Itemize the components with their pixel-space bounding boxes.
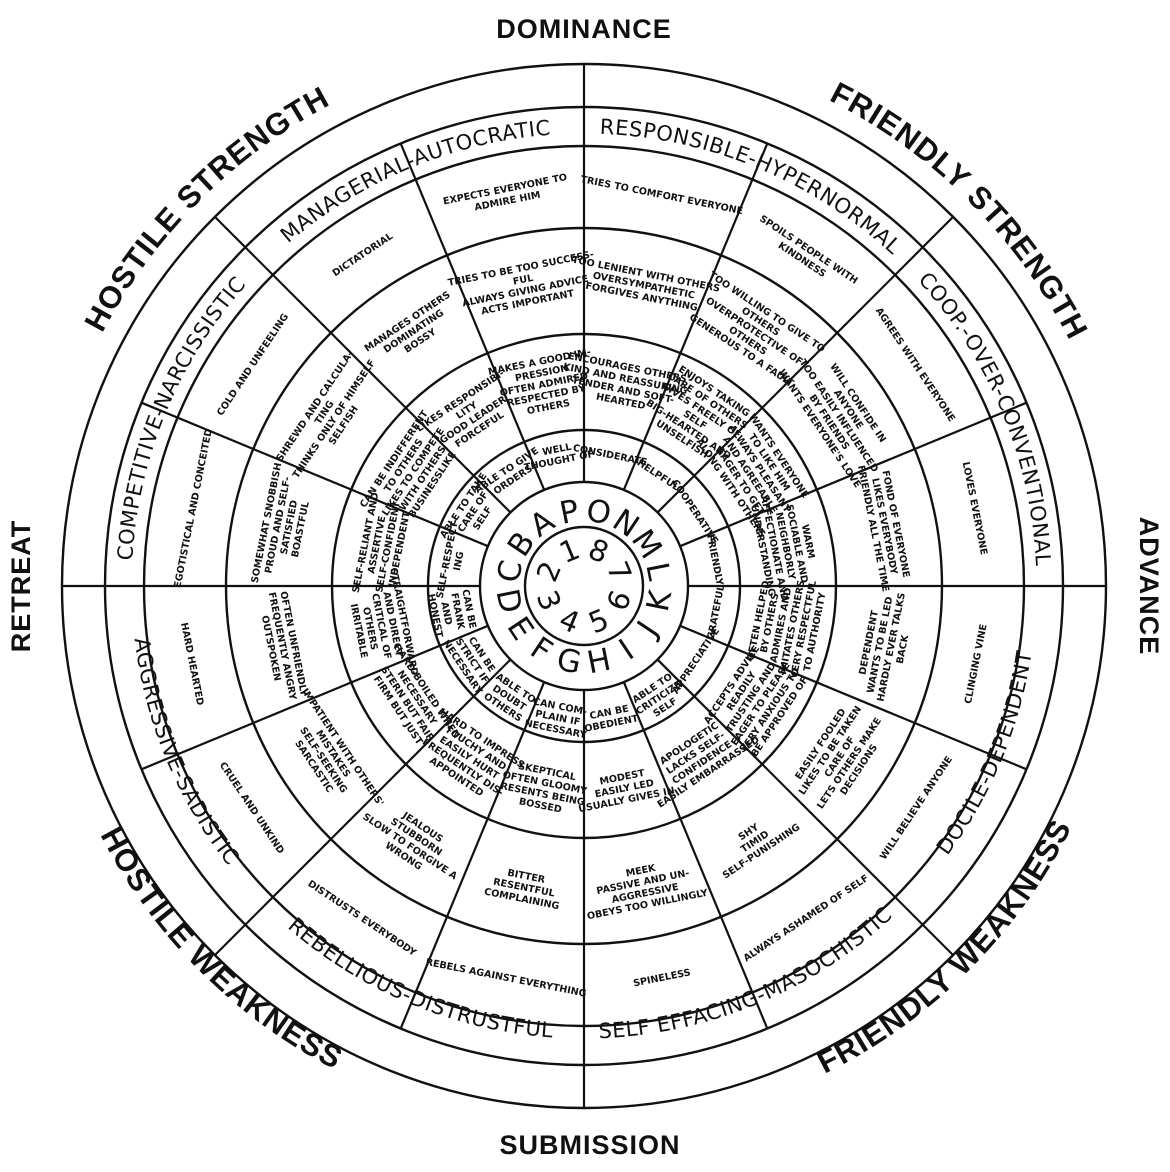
- octant-letter: C: [491, 557, 531, 585]
- ring-letters: [478, 480, 690, 692]
- trait-text: AND: [438, 601, 453, 626]
- sub-segment-divider: [679, 624, 1027, 771]
- octant-number: 3: [530, 586, 568, 616]
- trait-text: TRIES TO COMFORT EVERYONE: [579, 174, 743, 217]
- trait-text: SPOILS PEOPLE WITH: [757, 213, 859, 286]
- octant-letter: D: [488, 586, 528, 616]
- octant-name-label-path: SELF EFFACING-MASOCHISTIC: [598, 902, 896, 1043]
- sub-segment-divider: [399, 143, 546, 491]
- trait-text: GRATEFUL: [706, 584, 728, 641]
- octant-name-label-path: DOCILE-DEPENDENT: [932, 649, 1036, 859]
- octant-letter: E: [500, 611, 541, 647]
- octant-letter: P: [557, 493, 582, 532]
- octant-divider: [214, 658, 512, 956]
- sub-segment-divider: [141, 401, 489, 548]
- octant-letter: F: [524, 630, 559, 670]
- octant-number: 8: [584, 532, 614, 570]
- trait-text: AGREES WITH EVERYONE: [873, 306, 957, 424]
- segment-dividers: [62, 64, 1106, 1108]
- trait-cell: CLINGING VINE: [963, 623, 990, 705]
- trait-text: CLINGING VINE: [963, 623, 990, 705]
- axis-label-top: DOMINANCE: [496, 14, 672, 44]
- octant-letter: K: [640, 587, 679, 615]
- sub-segment-divider: [141, 624, 489, 771]
- axis-label-left: RETREAT: [6, 520, 36, 653]
- trait-cell: AGREES WITH EVERYONE: [873, 306, 957, 424]
- trait-cell: LOVES EVERYONE: [960, 461, 989, 556]
- octant-number: 7: [600, 556, 638, 586]
- octant-letter: I: [613, 633, 641, 668]
- octant-number: 4: [554, 602, 584, 640]
- octant-name-label: AGGRESSIVE-SADISTIC: [130, 636, 244, 869]
- octant-number: 2: [530, 556, 568, 586]
- octant-name-label: DOCILE-DEPENDENT: [932, 649, 1037, 859]
- octant-letter: G: [554, 642, 585, 682]
- octant-letter: L: [638, 559, 677, 584]
- trait-text: DICTATORIAL: [331, 231, 396, 279]
- axis-label-bottom: SUBMISSION: [499, 1130, 680, 1160]
- octant-name-label-path: COMPETITIVE-NARCISSISTIC: [113, 272, 250, 561]
- trait-text: LOVES EVERYONE: [960, 461, 989, 556]
- trait-text: EGOTISTICAL AND CONCEITED: [172, 428, 214, 589]
- trait-cell: COOPERATIVE: [669, 478, 720, 547]
- octant-number: 5: [584, 602, 614, 640]
- octant-divider: [656, 658, 954, 956]
- trait-cell: HARD HEARTED: [178, 622, 205, 707]
- trait-text: SPINELESS: [632, 967, 691, 989]
- octant-divider: [656, 216, 954, 514]
- ring-numbers: [523, 525, 645, 647]
- trait-text: HARD HEARTED: [178, 622, 205, 707]
- trait-cell: REBELS AGAINST EVERYTHING: [425, 957, 588, 1000]
- octant-number: 1: [554, 532, 584, 570]
- trait-cell: GRATEFUL: [706, 584, 728, 641]
- trait-text: ING: [452, 550, 467, 571]
- trait-text: COOPERATIVE: [669, 478, 720, 547]
- trait-cell: SPINELESS: [632, 967, 691, 989]
- octant-name-label-path: MANAGERIAL-AUTOCRATIC: [276, 116, 551, 248]
- trait-cell: EGOTISTICAL AND CONCEITED: [172, 428, 214, 589]
- octant-name-label: COMPETITIVE-NARCISSISTIC: [113, 272, 250, 561]
- trait-cell: DICTATORIAL: [331, 231, 396, 279]
- sub-segment-divider: [399, 681, 546, 1029]
- sub-segment-divider: [622, 143, 769, 491]
- trait-text: FUL: [512, 273, 534, 288]
- axis-label-right: ADVANCE: [1134, 517, 1164, 656]
- sub-segment-divider: [679, 401, 1027, 548]
- octant-number: 6: [600, 586, 638, 616]
- octant-name-label: MANAGERIAL-AUTOCRATIC: [276, 116, 552, 248]
- trait-text: REBELS AGAINST EVERYTHING: [425, 957, 588, 1000]
- octant-name-label-path: AGGRESSIVE-SADISTIC: [130, 636, 244, 869]
- trait-cell: TOO LENIENT WITH OTHERSOVERSYMPATHETICFO…: [571, 255, 721, 314]
- octant-letter: J: [629, 615, 665, 644]
- octant-letter: H: [584, 642, 614, 682]
- octant-divider: [214, 216, 512, 514]
- octant-name-label: SELF EFFACING-MASOCHISTIC: [598, 902, 897, 1043]
- sub-segment-divider: [622, 681, 769, 1029]
- trait-cell: TRIES TO COMFORT EVERYONE: [579, 174, 743, 217]
